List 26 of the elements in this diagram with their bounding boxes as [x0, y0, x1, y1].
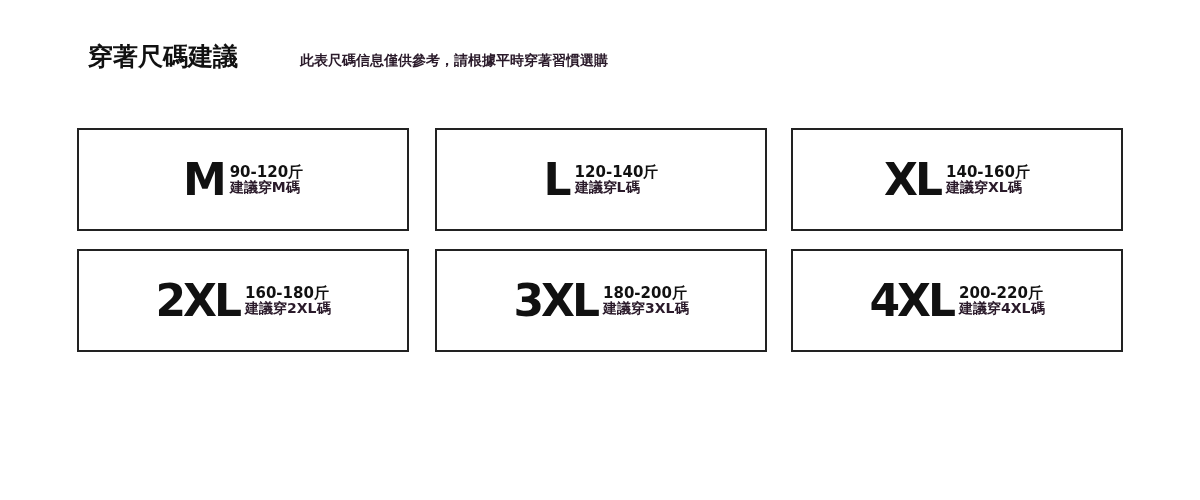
- size-suggestion: 建議穿XL碼: [946, 180, 1023, 196]
- title: 穿著尺碼建議: [88, 41, 238, 73]
- weight-range: 140-160斤: [946, 163, 1030, 181]
- size-label: XL: [884, 157, 941, 202]
- size-suggestion: 建議穿M碼: [229, 180, 301, 196]
- size-box: [77, 128, 409, 231]
- weight-range: 90-120斤: [229, 163, 304, 181]
- weight-range: 160-180斤: [245, 284, 329, 302]
- size-suggestion: 建議穿2XL碼: [245, 301, 331, 317]
- size-label: 3XL: [513, 278, 598, 323]
- size-box: [435, 128, 767, 231]
- size-label: 2XL: [155, 278, 240, 323]
- size-suggestion: 建議穿L碼: [574, 180, 641, 196]
- weight-range: 120-140斤: [574, 163, 659, 181]
- size-label: L: [543, 157, 569, 202]
- weight-range: 200-220斤: [959, 284, 1043, 302]
- size-box: [791, 249, 1123, 352]
- size-suggestion: 建議穿4XL碼: [959, 301, 1045, 317]
- size-box: [435, 249, 767, 352]
- size-label: 4XL: [869, 278, 954, 323]
- size-label: M: [182, 157, 224, 202]
- weight-range: 180-200斤: [603, 284, 687, 302]
- size-box: [77, 249, 409, 352]
- note-text: 此表尺碼信息僅供參考，請根據平時穿著習慣選購: [300, 52, 608, 70]
- size-box: [791, 128, 1123, 231]
- size-suggestion: 建議穿3XL碼: [603, 301, 689, 317]
